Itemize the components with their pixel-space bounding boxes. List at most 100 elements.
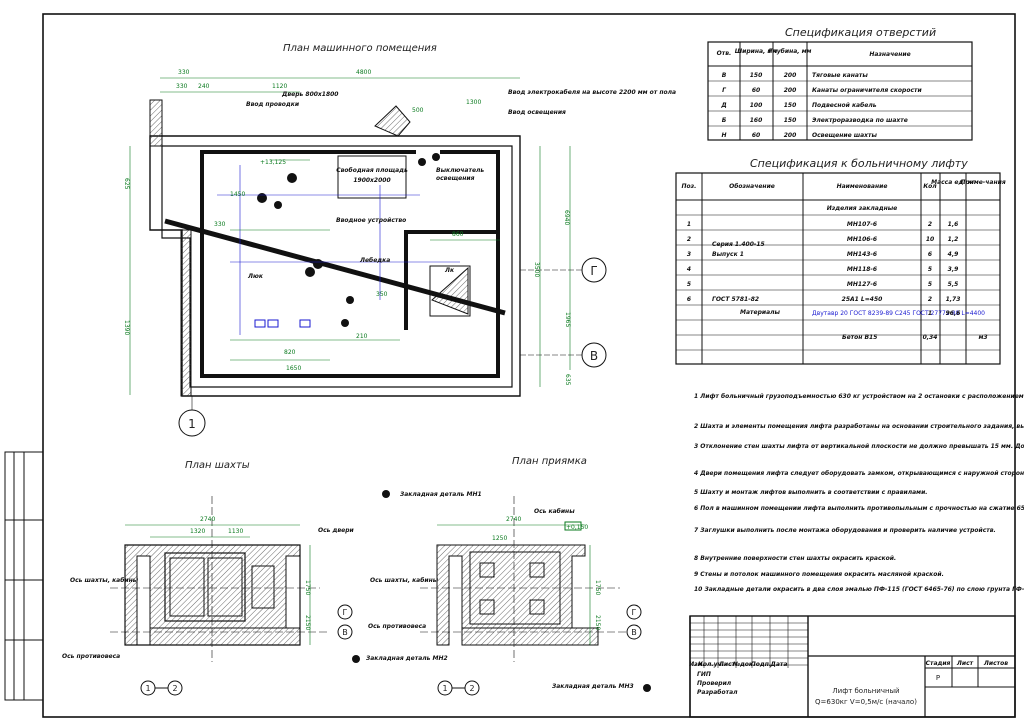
holes-h-purpose: Назначение — [869, 51, 910, 58]
lift-h-pos: Поз. — [682, 183, 697, 190]
lift-concrete: Бетон В15 — [842, 334, 877, 341]
shaft-dim-2150: 2150 — [304, 615, 311, 630]
lift-cell: ГОСТ 5781-82 — [712, 296, 759, 303]
lift-cell: 25А1 L=450 — [842, 296, 883, 303]
lift-cell: 10 — [926, 236, 934, 243]
lift-cell: 5 — [687, 281, 691, 288]
holes-cell: В — [722, 72, 727, 79]
stamp-h-sheets: Листов — [983, 660, 1008, 667]
holes-cell: Канаты ограничителя скорости — [812, 87, 922, 94]
lift-h-name: Наименование — [837, 183, 888, 190]
dim-860: 860 — [452, 231, 464, 238]
note-item: 9 Стены и потолок машинного помещения ок… — [694, 571, 944, 578]
dim-635: 635 — [564, 374, 571, 386]
holes-cell: Д — [720, 102, 726, 109]
holes-cell: Б — [722, 117, 727, 124]
notes-block: 1 Лифт больничный грузоподъемностью 630 … — [694, 393, 1024, 593]
holes-cell: 200 — [784, 87, 797, 94]
stamp-col-label: Изм. — [689, 661, 705, 668]
stamp-col-label: №док. — [732, 661, 756, 668]
lift-cell: МН127-6 — [847, 281, 877, 288]
mark-level: +13,125 — [260, 159, 286, 166]
holes-cell: 200 — [784, 132, 797, 139]
lift-cell: 4,9 — [948, 251, 959, 258]
entry-label: Ввод проводки — [246, 101, 300, 108]
stamp-col-label: Подп. — [751, 661, 771, 668]
holes-cell: 150 — [750, 72, 763, 79]
dim-330b: 330 — [176, 83, 188, 90]
dim-330: 330 — [178, 69, 190, 76]
dim-500: 500 — [412, 107, 424, 114]
stamp-stage: Р — [936, 674, 940, 682]
lift-cell: МН107-6 — [847, 221, 877, 228]
holes-cell: Подвесной кабель — [812, 102, 877, 109]
note-item: 7 Заглушки выполнить после монтажа обору… — [694, 527, 996, 534]
shaft-dim-1750: 1750 — [304, 580, 311, 595]
holes-h-width: Ширина, мм — [735, 48, 778, 55]
lift-cell: 6 — [687, 296, 691, 303]
stamp-col-label: Кол.уч. — [698, 661, 724, 668]
stamp-subtitle: Q=630кг V=0,5м/с (начало) — [815, 698, 917, 706]
holes-cell: 60 — [752, 132, 760, 139]
note-item: 5 Шахту и монтаж лифтов выполнить в соот… — [694, 489, 928, 496]
holes-cell: Н — [721, 132, 726, 139]
dim-820: 820 — [284, 349, 296, 356]
note-item: 8 Внутренние поверхности стен шахты окра… — [694, 555, 896, 562]
shaft-plan: 2740 1320 1130 1750 2150 Ось шахты, каби… — [62, 496, 355, 696]
pit-embed-mn1: Закладная деталь МН1 — [400, 491, 482, 498]
shaft-axis-g: Г — [343, 608, 348, 617]
dim-1965: 1965 — [564, 312, 571, 327]
lift-cell: 5 — [928, 281, 932, 288]
stamp-h-sheet: Лист — [956, 660, 974, 667]
lift-series-issue: Выпуск 1 — [712, 251, 744, 258]
lift-cell: МН118-6 — [847, 266, 877, 273]
machine-room-plan: Свободная площадь 1900х2000 Лк — [123, 69, 676, 437]
lift-cell: МН106-6 — [847, 236, 877, 243]
lift-h-notes: Приме-чания — [960, 179, 1006, 186]
machine-room-title: План машинного помещения — [283, 43, 437, 54]
lift-cell: 1,73 — [946, 296, 961, 303]
lift-materials-qty: 1 — [928, 310, 932, 317]
lift-cell: 2 — [928, 221, 932, 228]
dim-6940: 6940 — [563, 210, 570, 225]
lift-cell: МН143-6 — [847, 251, 877, 258]
winch-label: Лебедка — [359, 257, 390, 264]
lift-cell: 3,9 — [948, 266, 959, 273]
shaft-axis-v: В — [342, 628, 348, 637]
shaft-title: План шахты — [185, 460, 250, 471]
lift-h-mass: Масса ед. кг — [931, 179, 976, 186]
lift-materials-mass: 96,6 — [946, 310, 961, 317]
sheet-frame — [42, 13, 1016, 718]
shaft-cw-label: Ось противовеса — [62, 653, 120, 660]
holes-cell: Г — [722, 87, 727, 94]
pit-axis-g: Г — [632, 608, 637, 617]
stamp-title: Лифт больничный — [832, 687, 899, 695]
shaft-axis-label: Ось шахты, кабины — [70, 577, 139, 584]
lift-series: Серия 1.400-15 — [712, 241, 765, 248]
dim-1120: 1120 — [272, 83, 287, 90]
holes-cell: Тяговые канаты — [812, 72, 868, 79]
axis-g: Г — [590, 264, 597, 278]
note-item: 6 Пол в машинном помещении лифта выполни… — [694, 505, 1024, 512]
note-item: 4 Двери помещения лифта следует оборудов… — [694, 470, 1024, 477]
door-hatch-label: Люк — [247, 273, 264, 280]
lighting-switch-label: Выключатель — [436, 167, 484, 174]
stamp-h-stage: Стадия — [926, 660, 951, 667]
pit-embed-mn3: Закладная деталь МН3 — [552, 683, 634, 690]
lift-section: Изделия закладные — [827, 205, 898, 212]
lift-concrete-qty: 0,34 — [923, 334, 938, 341]
note-item: 3 Отклонение стен шахты лифта от вертика… — [694, 443, 1024, 450]
holes-cell: 200 — [784, 72, 797, 79]
axis-1: 1 — [188, 417, 196, 431]
pit-axis-v: В — [631, 628, 637, 637]
dim-4800: 4800 — [356, 69, 371, 76]
shaft-dim-2740: 2740 — [200, 516, 215, 523]
holes-cell: 100 — [750, 102, 763, 109]
holes-cell: Освещение шахты — [812, 132, 878, 139]
holes-spec-title: Спецификация отверстий — [785, 26, 936, 39]
axis-v: В — [590, 349, 598, 363]
lift-cell: 4 — [687, 266, 691, 273]
panel-label: Вводное устройство — [336, 217, 406, 224]
lift-h-designation: Обозначение — [729, 183, 775, 190]
